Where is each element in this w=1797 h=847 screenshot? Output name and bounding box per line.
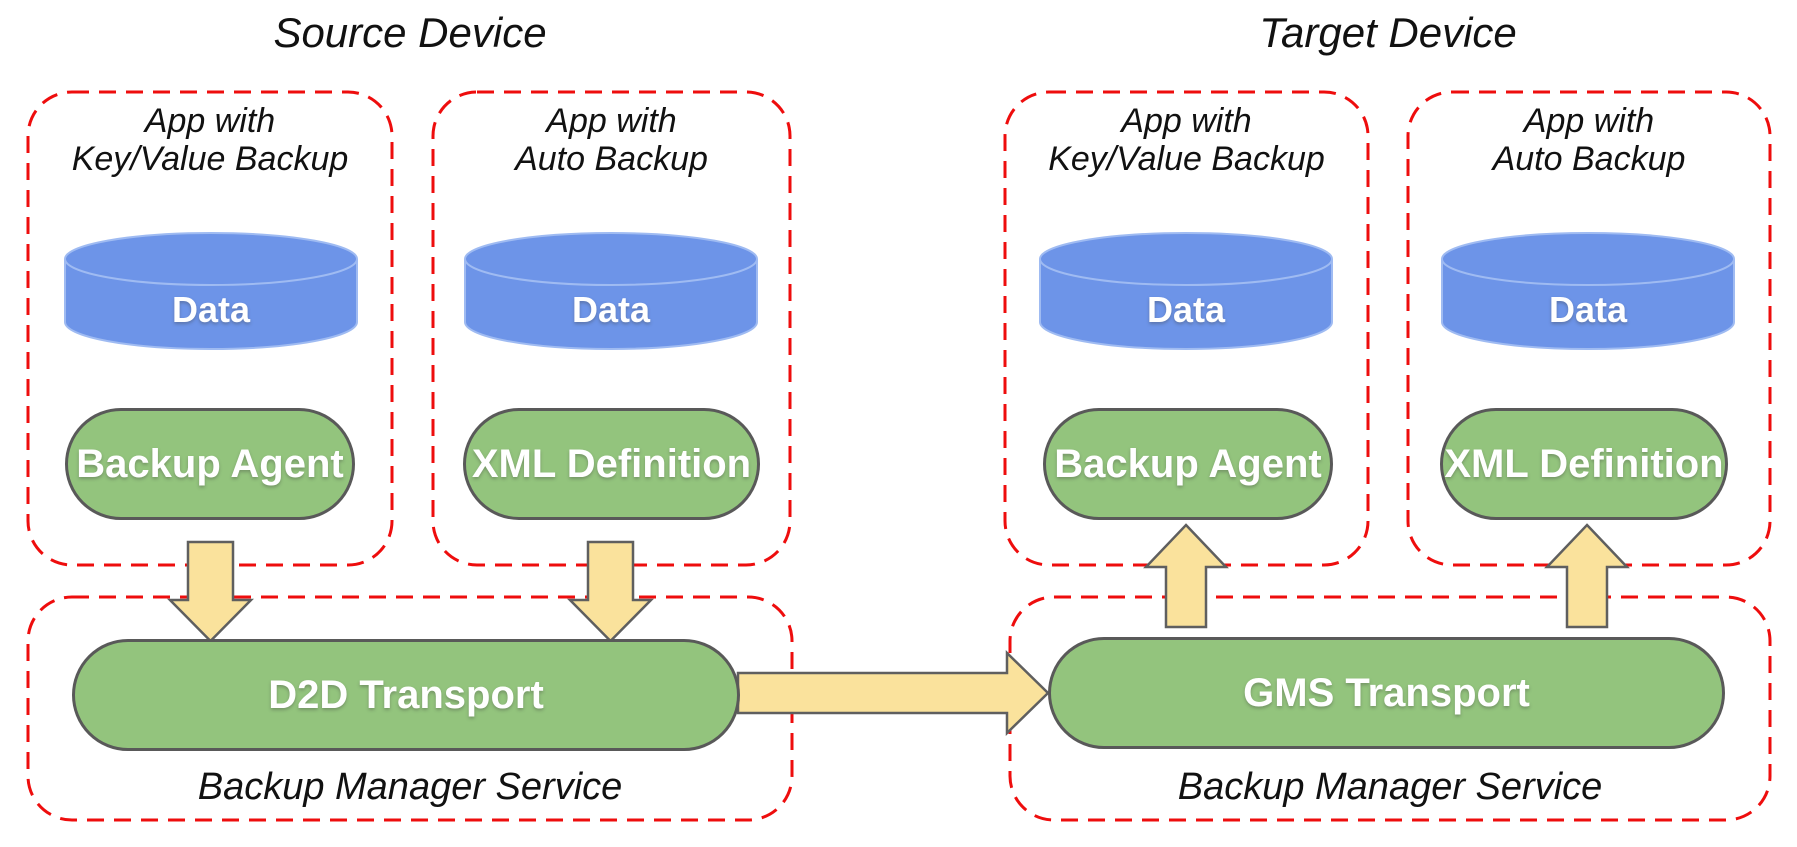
app-label-line2: Key/Value Backup	[1048, 140, 1325, 178]
data-store-label: Data	[1146, 289, 1226, 330]
app-label-line2: Key/Value Backup	[71, 140, 349, 178]
target-backup-manager-box	[1008, 595, 1772, 822]
app-label-line1: App with	[1523, 102, 1655, 140]
target-backup-manager-label: Backup Manager Service	[1177, 766, 1603, 808]
source-app-keyvalue-label: App with Key/Value Backup	[28, 102, 392, 178]
target-backup-agent-pill: Backup Agent	[1043, 408, 1333, 520]
source-keyvalue-data-cylinder	[64, 232, 358, 350]
target-app-auto-label: App with Auto Backup	[1408, 102, 1770, 178]
down-arrow-icon	[567, 540, 654, 643]
source-device-title: Source Device	[273, 9, 547, 56]
d2d-transport-pill: D2D Transport	[72, 639, 740, 751]
source-app-keyvalue-box	[26, 90, 394, 567]
target-xml-definition-pill: XML Definition	[1440, 408, 1728, 520]
data-store-label: Data	[1548, 289, 1628, 330]
target-auto-data-cylinder	[1441, 232, 1735, 350]
source-app-auto-label: App with Auto Backup	[433, 102, 790, 178]
data-store-label: Data	[571, 289, 651, 330]
app-label-line2: Auto Backup	[1492, 140, 1686, 178]
app-label-line1: App with	[144, 102, 276, 140]
source-auto-data-cylinder	[464, 232, 758, 350]
gms-transport-pill: GMS Transport	[1048, 637, 1725, 749]
target-device-title: Target Device	[1259, 9, 1517, 56]
source-backup-manager-label: Backup Manager Service	[197, 766, 623, 808]
target-app-keyvalue-box	[1003, 90, 1370, 567]
transfer-arrow-icon	[736, 650, 1050, 736]
source-backup-agent-pill: Backup Agent	[65, 408, 355, 520]
app-label-line2: Auto Backup	[515, 140, 708, 178]
up-arrow-icon	[1143, 523, 1229, 629]
app-label-line1: App with	[1121, 102, 1252, 140]
app-label-line1: App with	[546, 102, 677, 140]
source-xml-definition-pill: XML Definition	[463, 408, 760, 520]
down-arrow-icon	[167, 540, 254, 643]
target-app-keyvalue-label: App with Key/Value Backup	[1005, 102, 1368, 178]
target-keyvalue-data-cylinder	[1039, 232, 1333, 350]
data-store-label: Data	[171, 289, 251, 330]
up-arrow-icon	[1544, 523, 1630, 629]
